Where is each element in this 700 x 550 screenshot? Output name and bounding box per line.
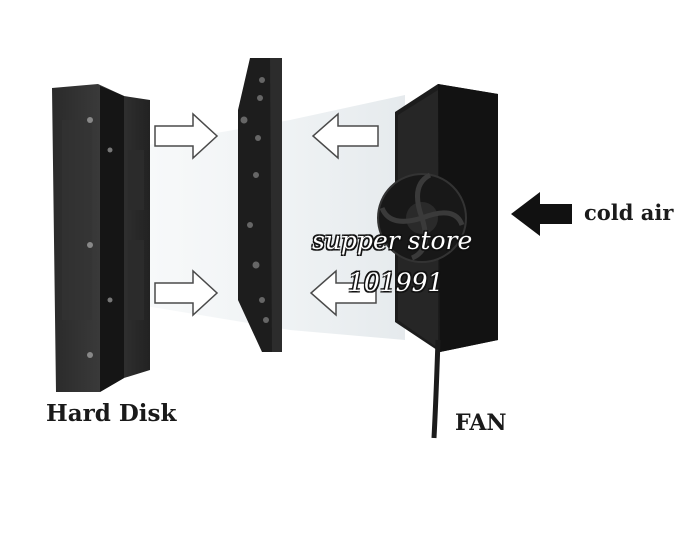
watermark-line-2: 101991 <box>348 268 444 297</box>
watermark-line-1: supper store <box>312 226 473 255</box>
solid-arrow-icon <box>511 192 572 236</box>
mounting-bracket-icon <box>238 58 282 352</box>
cold-air-label: cold air <box>584 200 674 225</box>
fan-icon <box>377 84 498 439</box>
hollow-arrow-icon <box>154 112 379 317</box>
fan-label: FAN <box>455 410 507 436</box>
hard-disk-icon <box>52 84 150 392</box>
hard-disk-label: Hard Disk <box>46 400 177 427</box>
